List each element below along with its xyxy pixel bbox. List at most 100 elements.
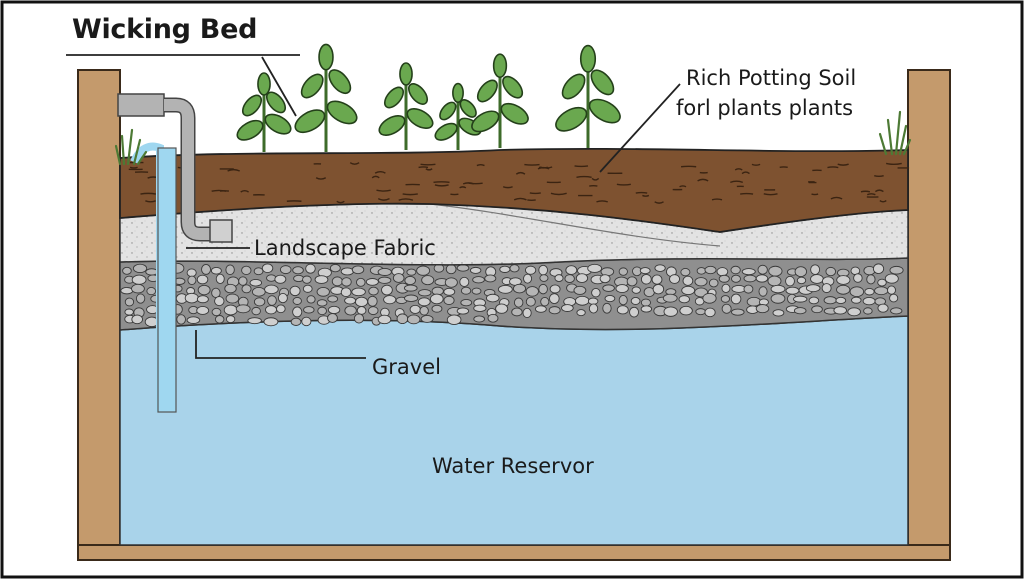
leaf <box>241 94 263 117</box>
gravel-stone <box>793 295 808 303</box>
leaf <box>434 122 458 141</box>
gravel-stone <box>351 265 365 275</box>
soil-mark <box>336 200 345 204</box>
gravel-stone <box>863 307 873 315</box>
leaf <box>300 73 324 99</box>
gravel-stone <box>473 315 486 323</box>
soil-mark <box>240 190 249 193</box>
leaf <box>407 83 429 105</box>
soil-mark <box>402 193 418 196</box>
gravel-stone <box>251 306 261 316</box>
gravel-stone <box>864 287 875 296</box>
gravel-stone <box>576 309 586 317</box>
gravel-stone <box>365 278 379 286</box>
gravel-stone <box>810 264 821 275</box>
gravel-stone <box>823 296 837 305</box>
gravel-stone <box>654 264 666 272</box>
right-wall <box>907 69 951 561</box>
gravel-stone <box>211 307 222 317</box>
gravel-stone <box>511 307 523 317</box>
gravel-stone <box>785 286 800 295</box>
leaf <box>328 69 352 95</box>
gravel-stone <box>588 303 599 314</box>
soil-mark <box>730 180 744 184</box>
gravel-stone <box>292 296 302 305</box>
gravel-stone <box>849 286 865 298</box>
wick-pipe <box>157 147 177 413</box>
gravel-stone <box>176 314 186 325</box>
soil-mark <box>740 192 754 195</box>
soil-mark <box>550 192 567 196</box>
gravel-stone <box>525 296 536 307</box>
gravel-stone <box>196 305 210 315</box>
gravel-stone <box>704 265 717 275</box>
plant <box>434 82 482 150</box>
leaf <box>378 115 406 136</box>
leader-lines <box>66 54 681 359</box>
gravel-stone <box>702 292 717 304</box>
gravel-stone <box>292 306 303 318</box>
gravel-stone <box>317 306 327 316</box>
gravel-stone <box>487 313 499 323</box>
gravel-stone <box>554 274 564 282</box>
soil-mark <box>398 198 414 201</box>
gravel-stone <box>587 297 599 305</box>
leaf <box>492 53 508 79</box>
gravel-stone <box>811 305 823 314</box>
gravel-stone <box>251 286 266 297</box>
gravel-stone <box>249 279 263 287</box>
gravel-stone <box>211 287 221 298</box>
gravel-stone <box>730 308 745 316</box>
gravel-stone <box>241 265 252 276</box>
leaf <box>579 44 597 73</box>
gravel-stone <box>805 284 821 293</box>
gravel-stone <box>340 287 352 298</box>
gravel-stone <box>662 293 678 303</box>
soil-mark <box>642 194 650 197</box>
gravel-stone <box>327 313 338 323</box>
gravel-stone <box>836 275 851 285</box>
gravel-stone <box>184 292 199 304</box>
gravel-stone <box>564 274 575 283</box>
gravel-stone <box>377 267 392 276</box>
gravel-stone <box>497 284 513 294</box>
gravel-stone <box>197 284 211 296</box>
leaf <box>399 62 413 86</box>
gravel-stone <box>652 283 665 295</box>
gravel-stone <box>381 284 393 296</box>
soil-mark <box>860 190 871 193</box>
gravel-stone <box>429 293 444 305</box>
gravel-stone <box>303 306 315 314</box>
gravel-stone <box>235 304 251 314</box>
gravel-stone <box>225 293 240 304</box>
gravel-stone <box>755 304 770 314</box>
gravel-stone <box>755 274 769 283</box>
water-reservoir <box>119 315 909 546</box>
gravel-stone <box>793 307 807 315</box>
gravel-stone <box>573 285 587 295</box>
gravel-stone <box>626 276 638 287</box>
gravel-stone <box>187 275 197 285</box>
soil-mark <box>827 166 839 169</box>
gravel-stone <box>484 274 497 283</box>
leaf <box>318 43 334 71</box>
gravel-stone <box>495 303 509 314</box>
gravel-stone <box>730 293 742 305</box>
gravel-stone <box>225 315 236 324</box>
gravel-stone <box>741 268 756 276</box>
gravel-stone <box>460 298 473 307</box>
gravel-stone <box>377 276 392 284</box>
gravel-stone <box>306 295 316 304</box>
label-water-reservoir: Water Reservor <box>432 454 594 478</box>
gravel-stone <box>716 267 729 277</box>
gravel-stone <box>721 283 731 293</box>
gravel-stone <box>261 263 274 274</box>
gravel-stone <box>587 263 603 273</box>
gravel-stone <box>396 313 409 325</box>
soil-mark <box>140 192 156 195</box>
gravel-stone <box>416 265 431 276</box>
gravel-stone <box>124 297 135 307</box>
gravel-stone <box>835 296 847 305</box>
gravel-stone <box>341 277 352 287</box>
gravel-stone <box>669 274 681 284</box>
